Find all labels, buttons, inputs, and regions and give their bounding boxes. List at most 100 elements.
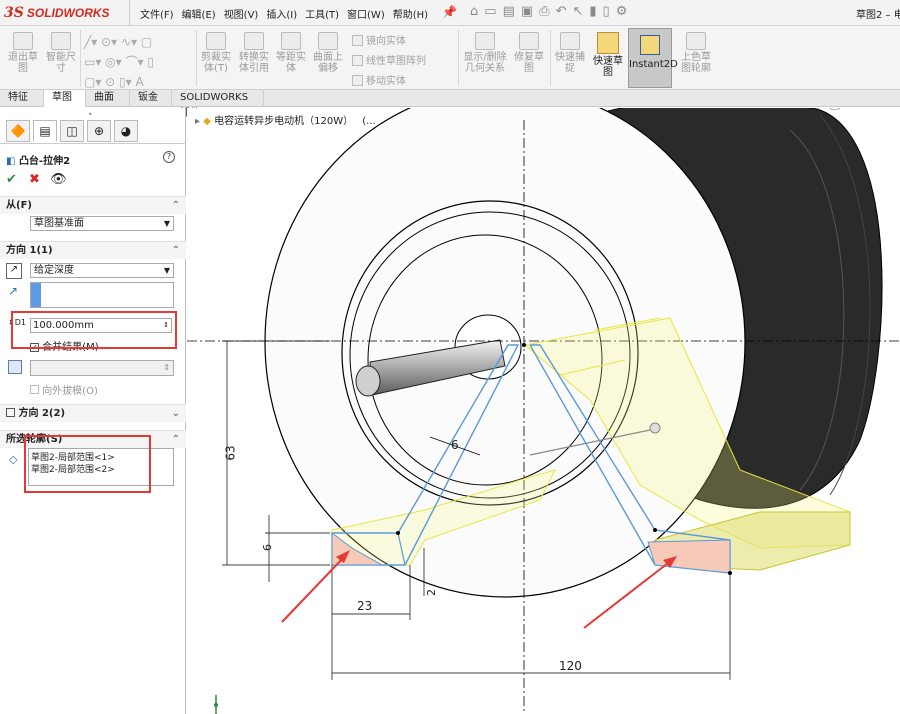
tab-surfaces[interactable]: 曲面 [86, 90, 130, 107]
direction2-checkbox[interactable] [6, 408, 15, 417]
open-icon[interactable]: ▤ [502, 4, 515, 19]
line-icon[interactable]: ╱▾ ⊙▾ ∿▾ ▢ [84, 35, 153, 49]
tab-sketch[interactable]: 草图 [44, 90, 86, 107]
from-section-header[interactable]: 从(F)⌃ [0, 196, 186, 214]
from-dropdown[interactable]: 草图基准面▼ [30, 216, 174, 231]
ok-checkmark-icon[interactable]: ✔ [6, 172, 17, 187]
offset-on-surface-button[interactable]: 曲面上偏移 [310, 32, 346, 74]
dimension-2[interactable]: 2 [425, 589, 438, 596]
trim-label: 剪裁实体(T) [201, 52, 231, 74]
display-manager-tab-icon[interactable]: ◕ [114, 120, 138, 142]
logo-separator [118, 0, 130, 26]
instant2d-button[interactable]: Instant2D [628, 28, 678, 88]
move-entities-button[interactable]: 移动实体 [352, 72, 406, 87]
draft-toggle-icon[interactable] [8, 360, 22, 374]
trim-entities-button[interactable]: 剪裁实体(T) [198, 32, 234, 74]
expand-arrow-icon: ▸ [195, 116, 201, 127]
options-gear-icon[interactable]: ⚙ [615, 4, 628, 19]
panel-grip-icon[interactable]: • [88, 110, 93, 119]
feature-tree-flyout[interactable]: ▸ ◆ 电容运转异步电动机（120W） (... [195, 112, 376, 127]
extrude-icon: ◧ [6, 156, 16, 167]
rapid-sketch-button[interactable]: 快速草图 [591, 28, 625, 88]
linear-pattern-button[interactable]: 线性草图阵列 [352, 52, 426, 67]
repair-label: 修复草图 [514, 52, 544, 74]
contour-item[interactable]: 草图2-局部范围<1> [31, 453, 115, 463]
draft-outward-row[interactable]: 向外拔模(O) [30, 382, 98, 397]
offset-entities-button[interactable]: 等距实体 [274, 32, 308, 74]
selected-contours-header[interactable]: 所选轮廓(S)⌃ [0, 430, 186, 448]
preview-edge [559, 359, 626, 376]
home-icon[interactable]: ⌂ [470, 4, 479, 19]
configuration-manager-tab-icon[interactable]: ◫ [60, 120, 84, 142]
detailed-preview-eye-icon[interactable]: 👁 [50, 172, 67, 187]
menu-tools[interactable]: 工具(T) [305, 10, 340, 21]
dimension-23[interactable]: 23 [357, 599, 373, 613]
property-manager: • 🔶 ▤ ◫ ⊕ ◕ ◧ 凸台-拉伸2 ? ✔ ✖ 👁 从(F)⌃ 草图基准面… [0, 108, 186, 714]
shaded-sketch-button[interactable]: 上色草图轮廓 [678, 32, 714, 74]
dimension-6-angled[interactable]: 6 [451, 438, 459, 452]
direction2-section-header[interactable]: 方向 2(2)⌄ [0, 404, 186, 422]
spinner-arrows-icon: ⇕ [163, 363, 170, 372]
sketch-point [522, 343, 526, 347]
spinner-arrows-icon[interactable]: ⇕ [163, 321, 169, 329]
polygon-icon[interactable]: ▢▾ ⊙ ▯▾ A [84, 75, 144, 89]
quick-snaps-button[interactable]: 快速捕捉 [553, 32, 587, 74]
offset-surface-label: 曲面上偏移 [313, 52, 343, 74]
undo-icon[interactable]: ↶ [555, 4, 567, 19]
menu-help[interactable]: 帮助(H) [392, 10, 429, 21]
dimension-6-vertical[interactable]: 6 [261, 544, 274, 551]
view-settings-icon[interactable]: 🖵 [829, 108, 841, 113]
feature-title-row: ◧ 凸台-拉伸2 [6, 152, 70, 167]
menu-edit[interactable]: 编辑(E) [181, 10, 216, 21]
mirror-entities-button[interactable]: 镜向实体 [352, 32, 406, 47]
depth-input[interactable]: 100.000mm⇕ [30, 318, 172, 333]
relations-icon [475, 32, 495, 50]
confirm-row: ✔ ✖ 👁 [6, 172, 67, 187]
end-condition-dropdown[interactable]: 给定深度 ▼ [30, 263, 174, 278]
tab-solidworks-addins[interactable]: SOLIDWORKS 插件 [172, 90, 264, 119]
convert-entities-button[interactable]: 转换实体引用 [236, 32, 272, 74]
exit-sketch-button[interactable]: 退出草图 [6, 32, 40, 74]
rectangle-icon[interactable]: ▭▾ ◎▾ ⌒▾ ▯ [84, 55, 154, 69]
draft-angle-input[interactable]: ⇕ [30, 360, 174, 376]
preview-edge [594, 317, 661, 331]
dimxpert-tab-icon[interactable]: ⊕ [87, 120, 111, 142]
graphics-area[interactable]: ▸ ◆ 电容运转异步电动机（120W） (... ⛶ ▣ ◪ 👁 ◉ 🖵 [187, 108, 900, 714]
tree-root-label: 电容运转异步电动机（120W） [214, 116, 354, 127]
draft-outward-checkbox[interactable] [30, 385, 39, 394]
feature-manager-tab-icon[interactable]: 🔶 [6, 120, 30, 142]
new-icon[interactable]: ▭ [484, 4, 497, 19]
dim-line-6-angled [429, 436, 481, 456]
print-icon[interactable]: ⎙ [539, 4, 550, 19]
cancel-x-icon[interactable]: ✖ [29, 172, 40, 187]
menu-view[interactable]: 视图(V) [223, 10, 259, 21]
sketch-entity-tools: ╱▾ ⊙▾ ∿▾ ▢ ▭▾ ◎▾ ⌒▾ ▯ ▢▾ ⊙ ▯▾ A [84, 32, 194, 92]
menu-window[interactable]: 窗口(W) [347, 10, 385, 21]
reverse-direction-icon[interactable]: ↗ [6, 263, 22, 279]
direction-vector-selection-box[interactable] [30, 282, 174, 308]
help-icon[interactable]: ? [163, 151, 175, 163]
display-relations-button[interactable]: 显示/删除几何关系 [462, 32, 508, 74]
dimension-120[interactable]: 120 [559, 659, 582, 673]
menu-insert[interactable]: 插入(I) [266, 10, 298, 21]
tab-features[interactable]: 特征 [0, 90, 44, 107]
repair-sketch-button[interactable]: 修复草图 [512, 32, 546, 74]
rebuild-icon[interactable]: ▮ [589, 4, 597, 19]
file-properties-icon[interactable]: ▯ [602, 4, 610, 19]
property-manager-tab-icon[interactable]: ▤ [33, 120, 57, 142]
direction1-section-header[interactable]: 方向 1(1)⌃ [0, 241, 186, 259]
menu-file[interactable]: 文件(F) [140, 10, 174, 21]
smart-dimension-icon [51, 32, 71, 50]
chevron-down-icon: ▼ [163, 266, 170, 275]
end-condition-value: 给定深度 [34, 265, 74, 276]
smart-dimension-button[interactable]: 智能尺寸 [44, 32, 78, 74]
contour-item[interactable]: 草图2-局部范围<2> [31, 465, 115, 475]
save-icon[interactable]: ▣ [520, 4, 534, 19]
dimension-63[interactable]: 63 [223, 445, 238, 461]
select-icon[interactable]: ↖ [572, 4, 584, 19]
solidworks-logo[interactable]: 3S SOLIDWORKS [4, 3, 110, 23]
pin-icon[interactable]: 📌 [442, 5, 457, 19]
tab-sheet-metal[interactable]: 钣金 [130, 90, 172, 107]
move-label: 移动实体 [366, 76, 406, 87]
part-icon: ◆ [203, 116, 211, 127]
